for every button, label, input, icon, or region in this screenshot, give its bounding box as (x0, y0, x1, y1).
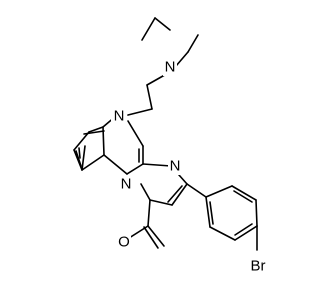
atom-label-amine-nitrogen: N (165, 59, 176, 76)
molecule-diagram: N N N N O Br (73, 17, 269, 275)
bond (205, 185, 233, 198)
structure-canvas: N N N N O Br (73, 17, 269, 275)
bond (81, 145, 86, 171)
bond (209, 201, 214, 225)
bond (154, 17, 171, 31)
atom-label-ring-nitrogen-right: N (170, 158, 181, 175)
atom-label-bromine: Br (251, 258, 266, 275)
atom-label-ring-nitrogen-top: N (114, 108, 125, 125)
bond (167, 185, 183, 203)
bond (234, 223, 253, 236)
bond (142, 163, 172, 167)
bond (103, 154, 128, 175)
bond (143, 226, 159, 249)
bond (73, 149, 83, 171)
bond (171, 183, 188, 206)
bond (127, 120, 144, 147)
bond (231, 185, 257, 201)
atom-labels: N N N N O Br (111, 59, 269, 275)
bond (149, 199, 173, 206)
bond (255, 199, 258, 227)
bond (127, 108, 153, 116)
bond (78, 147, 81, 159)
bond (205, 196, 211, 228)
bond (88, 126, 104, 133)
bond (73, 131, 90, 151)
bond (146, 84, 153, 110)
bond (186, 183, 207, 198)
bond (126, 163, 144, 175)
bond (141, 17, 156, 41)
bond (147, 199, 151, 227)
atom-label-ring-nitrogen-bridge: N (121, 176, 132, 193)
bond (234, 225, 258, 241)
bond (75, 150, 82, 167)
bond (140, 183, 151, 201)
atom-label-carbonyl-oxygen: O (118, 234, 130, 251)
bond (147, 225, 165, 247)
bond (233, 190, 253, 203)
bond (83, 130, 105, 135)
bond (187, 34, 199, 53)
bond (175, 51, 189, 67)
bond (209, 226, 236, 241)
bond-lines (73, 17, 258, 251)
bond (81, 154, 105, 171)
